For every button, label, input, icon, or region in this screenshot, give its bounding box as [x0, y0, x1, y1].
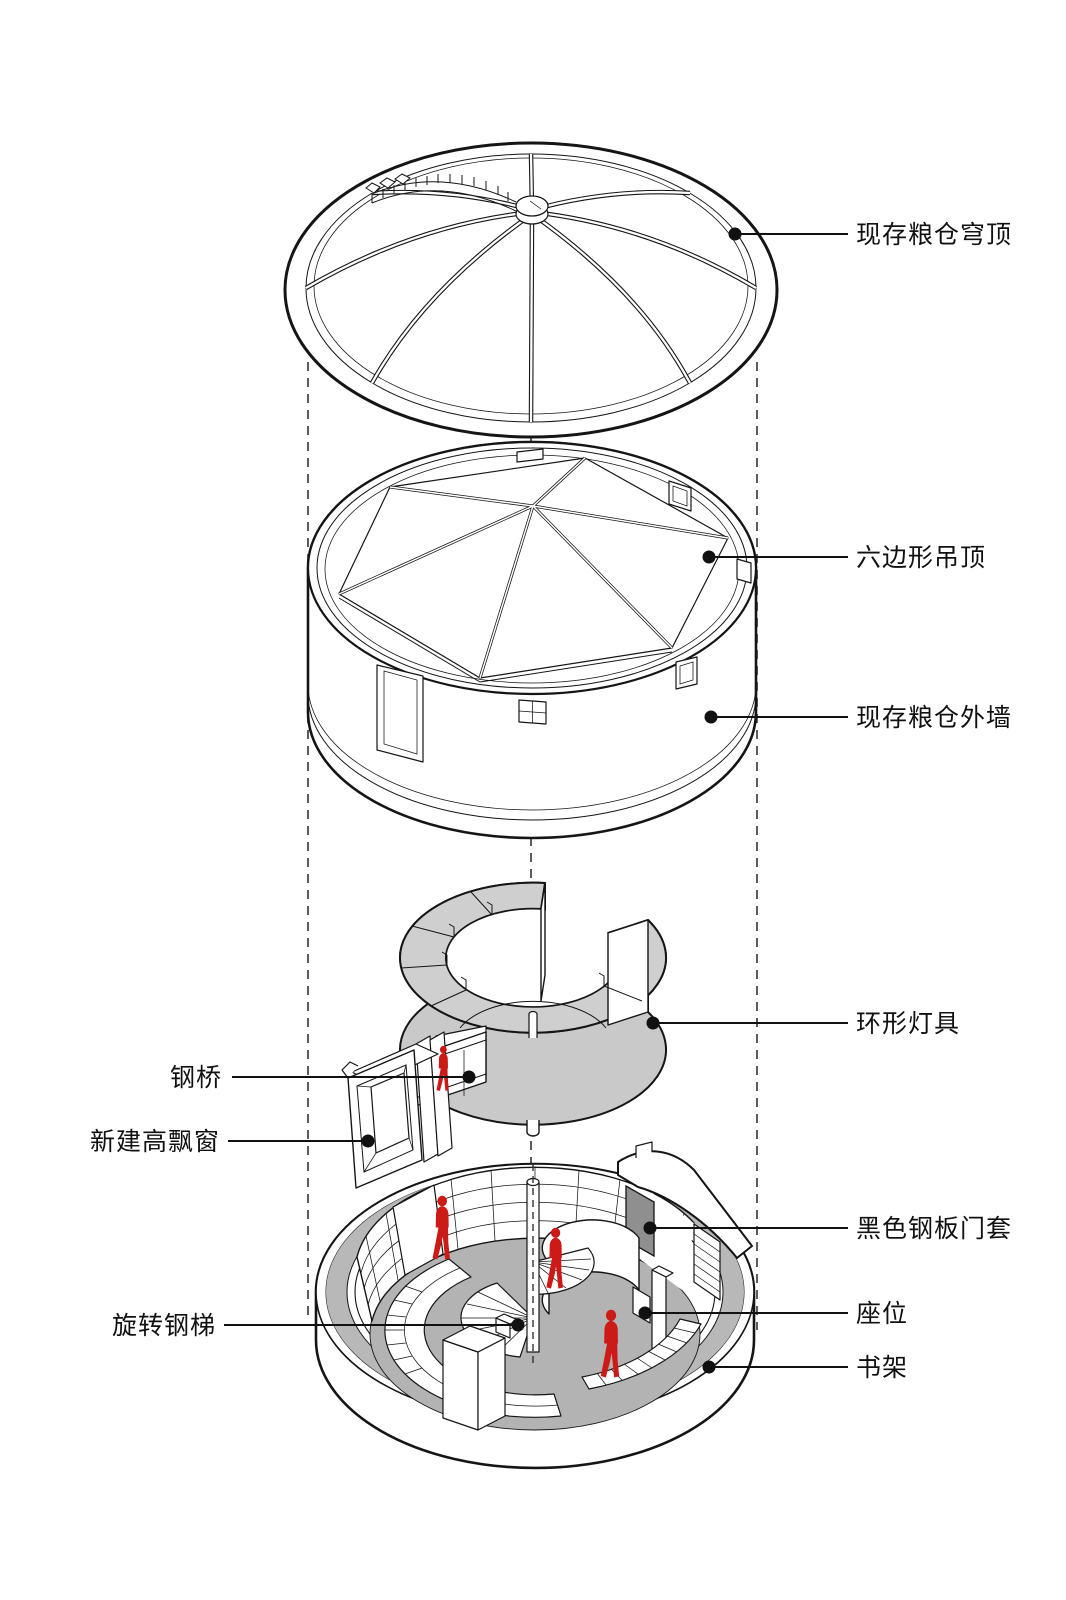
leader-outer-wall: 现存粮仓外墙	[704, 704, 1012, 732]
leader-seating: 座位	[638, 1300, 908, 1328]
dome-hub	[515, 195, 549, 225]
label-seating: 座位	[856, 1300, 908, 1328]
bay-window-drawing	[341, 1031, 453, 1189]
granary-wall-drawing	[306, 440, 758, 840]
leader-ring-light: 环形灯具	[646, 1010, 960, 1038]
leader-door-frame: 黑色钢板门套	[643, 1215, 1012, 1243]
leader-dot	[728, 227, 742, 241]
leader-dot	[702, 550, 716, 564]
leader-bay-window: 新建高飘窗	[90, 1128, 375, 1156]
label-outer-wall: 现存粮仓外墙	[856, 704, 1012, 732]
dome-steps	[365, 173, 517, 212]
ring-light-drawing	[341, 881, 667, 1189]
library-floor-drawing	[314, 1141, 756, 1470]
wall-openings	[376, 448, 752, 763]
label-spiral-stair: 旋转钢梯	[112, 1312, 216, 1340]
ring-clips	[400, 891, 643, 1007]
projection-lines	[307, 362, 758, 1330]
annotations: 现存粮仓穹顶 六边形吊顶 现存粮仓外墙 环形灯具 钢桥 新建高飘窗 黑色钢板门套	[90, 221, 1012, 1382]
desk-box	[442, 1313, 519, 1431]
leader-bookshelf: 书架	[702, 1354, 908, 1382]
leader-dot	[702, 1360, 716, 1374]
leader-dot	[704, 710, 718, 724]
leader-dot	[643, 1221, 657, 1235]
leader-dot	[462, 1070, 476, 1084]
label-ring-light: 环形灯具	[856, 1010, 960, 1038]
label-bookshelf: 书架	[856, 1354, 908, 1382]
leader-steel-bridge: 钢桥	[170, 1064, 476, 1092]
label-bay-window: 新建高飘窗	[90, 1128, 220, 1156]
leader-dot	[638, 1306, 652, 1320]
label-door-frame: 黑色钢板门套	[856, 1215, 1012, 1243]
leader-spiral-stair: 旋转钢梯	[112, 1312, 525, 1340]
leader-dome: 现存粮仓穹顶	[728, 221, 1012, 249]
label-steel-bridge: 钢桥	[170, 1064, 222, 1092]
granary-dome-drawing	[283, 141, 779, 439]
leader-dot	[361, 1134, 375, 1148]
leader-hex-ceiling: 六边形吊顶	[702, 544, 986, 572]
label-dome: 现存粮仓穹顶	[856, 221, 1012, 249]
hex-ceiling-drawing	[338, 456, 729, 683]
leader-dot	[511, 1318, 525, 1332]
label-hex-ceiling: 六边形吊顶	[856, 544, 986, 572]
leader-dot	[646, 1016, 660, 1030]
